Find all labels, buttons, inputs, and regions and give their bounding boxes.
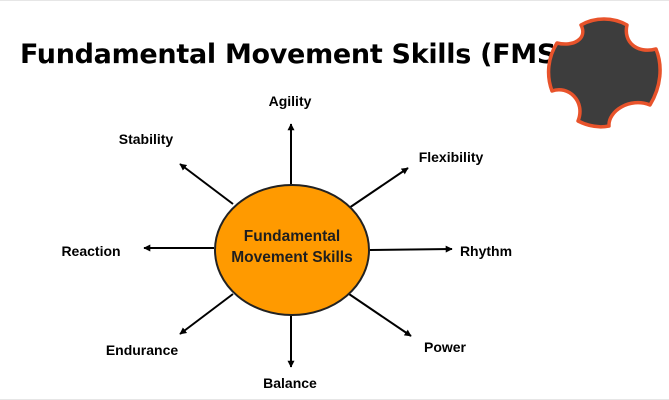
center-node	[214, 184, 370, 316]
label-balance: Balance	[263, 375, 317, 391]
arrow-stability	[179, 163, 234, 205]
label-rhythm: Rhythm	[460, 243, 512, 259]
arrow-power	[348, 293, 412, 337]
label-stability: Stability	[119, 131, 174, 147]
shield-emblem-icon	[546, 17, 662, 129]
arrow-endurance	[179, 293, 234, 335]
label-power: Power	[424, 339, 467, 355]
center-label-line-2: Movement Skills	[231, 249, 352, 266]
arrow-flexibility	[348, 167, 409, 209]
logo-emblem-shape	[546, 17, 662, 129]
arrow-rhythm	[369, 245, 453, 253]
center-label-line-1: Fundamental	[244, 228, 340, 245]
label-agility: Agility	[269, 93, 312, 109]
label-endurance: Endurance	[106, 342, 179, 358]
label-reaction: Reaction	[61, 243, 120, 259]
page-title: Fundamental Movement Skills (FMS)	[20, 39, 569, 70]
label-flexibility: Flexibility	[419, 149, 484, 165]
